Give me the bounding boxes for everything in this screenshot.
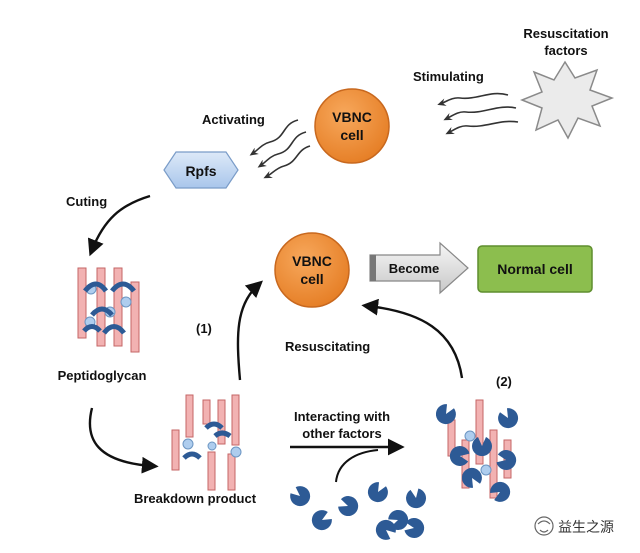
stimulating-label: Stimulating (413, 69, 484, 84)
stimulating-arrows (437, 92, 519, 135)
normal-cell-box (477, 245, 593, 293)
peptidoglycan-structure (77, 267, 140, 353)
breakdown-product-label: Breakdown product (134, 491, 257, 506)
activating-label: Activating (202, 112, 265, 127)
vbnc-cell-middle (274, 232, 350, 308)
watermark-text: 益生之源 (558, 520, 614, 536)
cuting-label: Cuting (66, 194, 107, 209)
step1-arrow (236, 280, 263, 381)
cuting-arrow (87, 194, 151, 257)
vbnc-top-label-line1: VBNC (332, 109, 372, 125)
step1-label: (1) (196, 321, 212, 336)
breakdown-product-fragments (171, 394, 242, 491)
peptidoglycan-to-breakdown-arrow (88, 407, 159, 474)
peptidoglycan-label: Peptidoglycan (58, 368, 147, 383)
step2-arrow (361, 298, 464, 379)
watermark: 益生之源 (534, 516, 614, 536)
step2-label: (2) (496, 374, 512, 389)
become-arrow (369, 241, 469, 295)
activating-arrows (249, 119, 311, 179)
vbnc-top-label-line2: cell (340, 127, 363, 143)
interacting-label-line1: Interacting with (294, 409, 390, 424)
vbnc-middle-label-line2: cell (300, 271, 323, 287)
other-factors-particles (286, 479, 428, 544)
become-label: Become (389, 261, 440, 276)
rpfs-hexagon (163, 151, 239, 189)
vbnc-cell-top (314, 88, 390, 164)
resuscitation-factors-burst-icon (519, 60, 615, 140)
resuscitating-label: Resuscitating (285, 339, 370, 354)
resuscitation-factors-label-line1: Resuscitation (523, 26, 608, 41)
resuscitation-factors-label-line2: factors (544, 43, 587, 58)
vbnc-middle-label-line1: VBNC (292, 253, 332, 269)
interacting-label-line2: other factors (302, 426, 381, 441)
rpfs-label: Rpfs (185, 163, 216, 179)
resuscitation-complex (432, 399, 522, 506)
normal-cell-label: Normal cell (497, 261, 572, 277)
factors-join-curve (335, 449, 379, 483)
